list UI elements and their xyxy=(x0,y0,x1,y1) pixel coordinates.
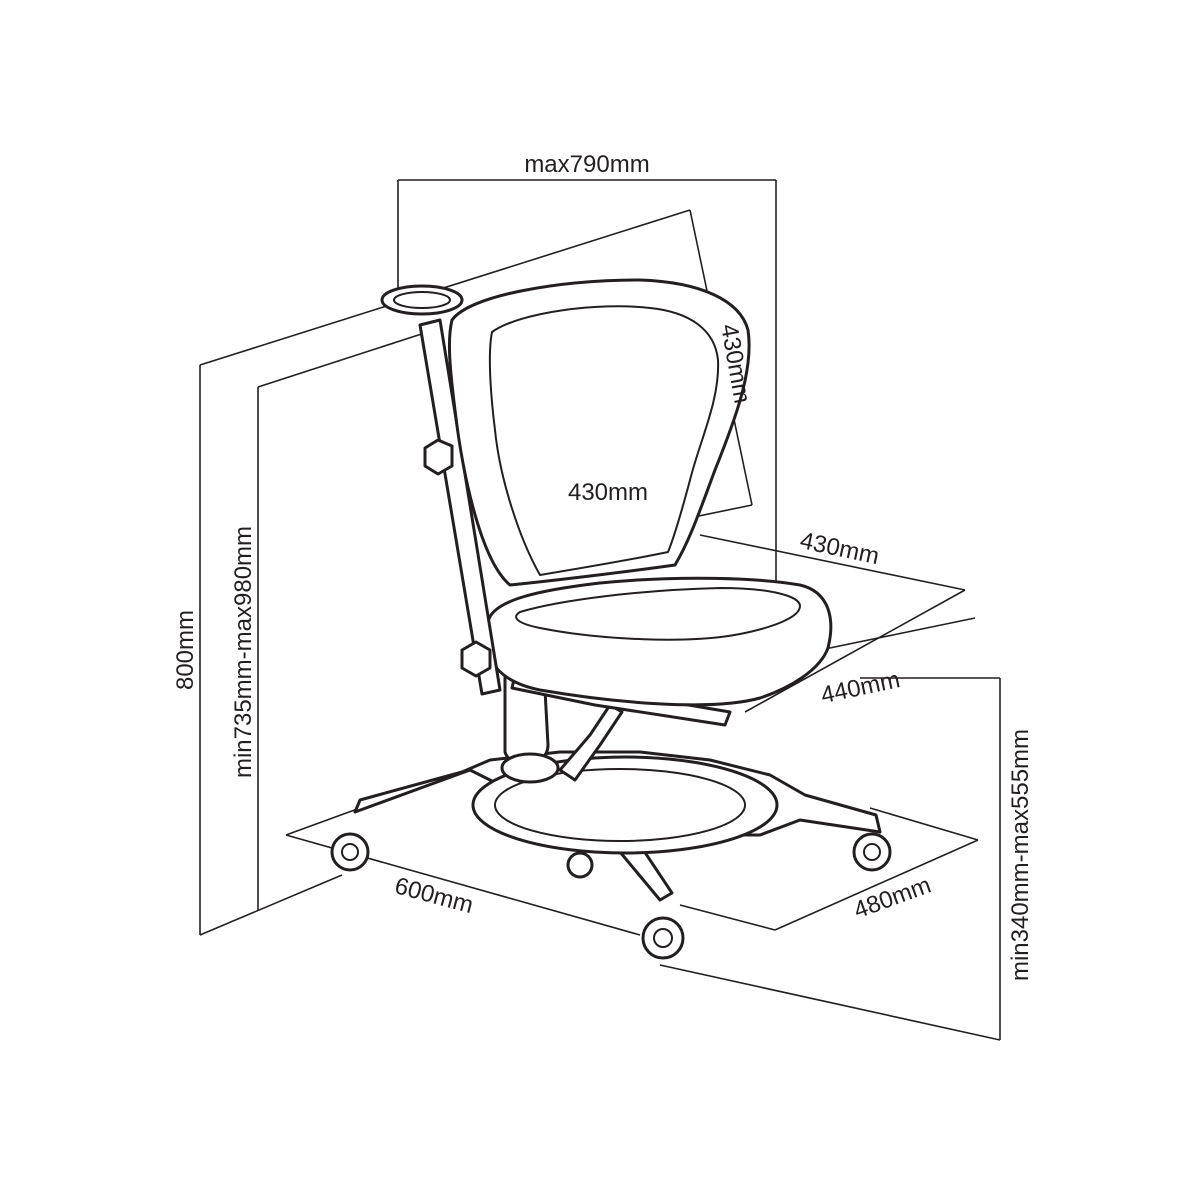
label-back-range: min735mm-max980mm xyxy=(230,526,257,778)
adjustment-knobs xyxy=(423,438,492,678)
label-seat-height-range: min340mm-max555mm xyxy=(1007,729,1034,981)
label-base-width: 480mm xyxy=(850,872,934,925)
seat-cushion xyxy=(484,576,833,707)
label-base-length: 600mm xyxy=(392,872,476,919)
height-lever xyxy=(558,703,624,782)
caster-wheels xyxy=(330,832,892,960)
back-post xyxy=(418,318,502,696)
backrest-handle xyxy=(380,284,464,316)
label-top-width: max790mm xyxy=(524,151,649,178)
backrest xyxy=(447,278,751,587)
footrest-inner xyxy=(494,768,746,842)
label-seat-width: 440mm xyxy=(818,666,902,709)
backrest-inner xyxy=(488,305,720,576)
label-total-height: 800mm xyxy=(172,610,199,690)
label-back-width: 430mm xyxy=(568,479,648,506)
footrest-ring xyxy=(471,755,779,855)
chair-illustration xyxy=(330,278,892,960)
seat-top xyxy=(515,587,801,641)
